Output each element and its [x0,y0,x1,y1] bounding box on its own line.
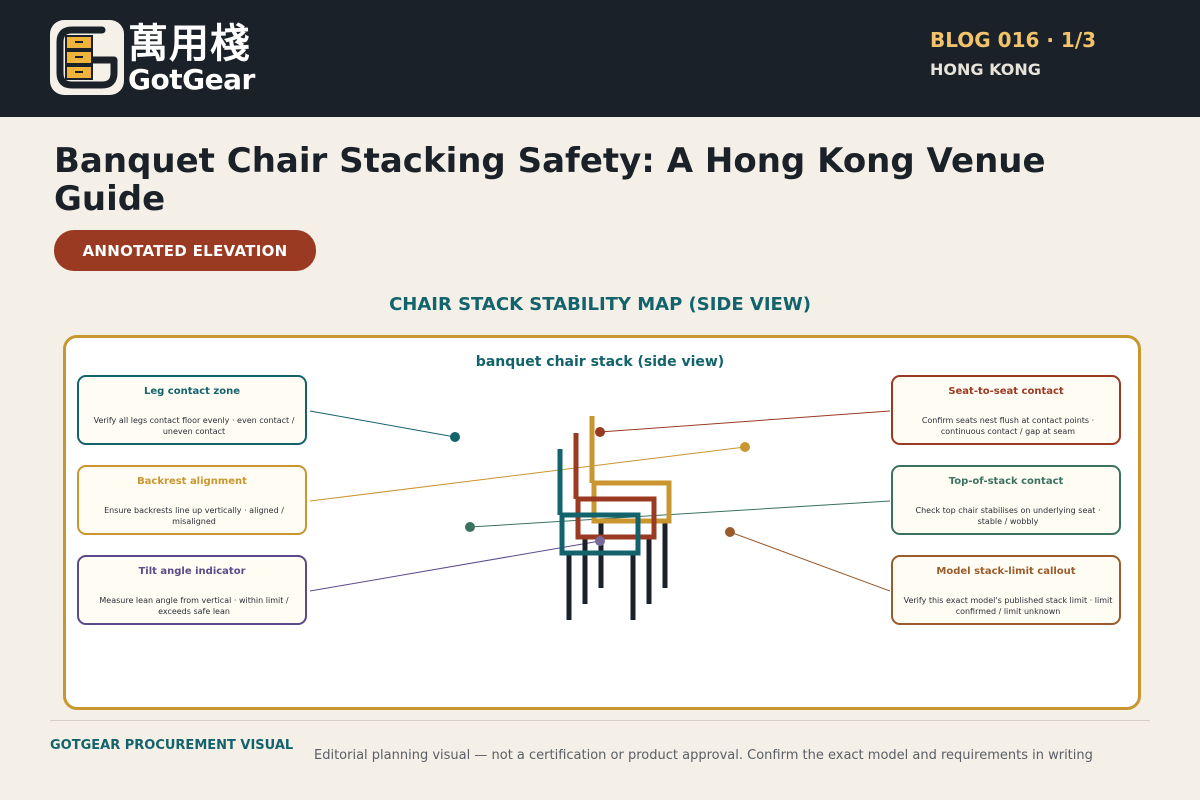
blog-location: HONG KONG [930,60,1041,79]
callout-title: Top-of-stack contact [948,476,1064,487]
middle-chair [573,433,657,540]
footer-divider [50,720,1150,721]
logo-chinese-name: 萬用棧 [128,21,251,67]
callout-title: Seat-to-seat contact [948,386,1064,397]
leader-line-top-stack [469,500,891,528]
logo-mark [50,20,124,95]
marker-dot-tilt [595,536,605,546]
leader-line-seat-contact [599,410,891,433]
diagram-title: banquet chair stack (side view) [476,354,724,370]
marker-dot-seat-contact [595,427,605,437]
drawer-cabinet-icon [56,26,118,89]
section-title: CHAIR STACK STABILITY MAP (SIDE VIEW) [389,294,811,315]
leader-line-backrest [309,446,746,502]
leader-line-stack-limit [729,531,891,592]
marker-dot-leg-contact [450,432,460,442]
callout-title: Tilt angle indicator [138,566,246,577]
footer-disclaimer: Editorial planning visual — not a certif… [314,748,1093,763]
callout-body: Check top chair stabilises on underlying… [915,506,1101,526]
callout-backrest-alignment: Backrest alignment Ensure backrests line… [77,465,307,535]
callout-body: Ensure backrests line up vertically · al… [104,506,284,526]
callout-body: Confirm seats nest flush at contact poin… [921,416,1095,436]
footer-brand: GOTGEAR PROCUREMENT VISUAL [50,738,294,753]
callout-title: Model stack-limit callout [936,566,1076,577]
callout-title: Backrest alignment [137,476,247,487]
marker-dot-backrest [740,442,750,452]
annotated-elevation-badge: ANNOTATED ELEVATION [54,230,316,271]
callout-body: Measure lean angle from vertical · withi… [99,596,289,616]
callout-body: Verify all legs contact floor evenly · e… [93,416,295,436]
callout-tilt-angle-indicator: Tilt angle indicator Measure lean angle … [77,555,307,625]
callout-leg-contact-zone: Leg contact zone Verify all legs contact… [77,375,307,445]
page-title: Banquet Chair Stacking Safety: A Hong Ko… [54,141,1046,219]
bottom-chair [557,449,641,556]
callout-model-stack-limit: Model stack-limit callout Verify this ex… [891,555,1121,625]
callout-top-of-stack-contact: Top-of-stack contact Check top chair sta… [891,465,1121,535]
blog-number: BLOG 016 · 1/3 [930,28,1097,52]
leader-line-leg-contact [309,410,456,438]
marker-dot-stack-limit [725,527,735,537]
callout-seat-to-seat-contact: Seat-to-seat contact Confirm seats nest … [891,375,1121,445]
header-bar: 萬用棧 GotGear BLOG 016 · 1/3 HONG KONG [0,0,1200,117]
marker-dot-top-stack [465,522,475,532]
top-chair [589,416,672,524]
callout-title: Leg contact zone [143,386,241,397]
logo-english-name: GotGear [128,63,255,96]
callout-body: Verify this exact model's published stac… [903,596,1113,616]
leader-line-tilt [309,540,601,592]
